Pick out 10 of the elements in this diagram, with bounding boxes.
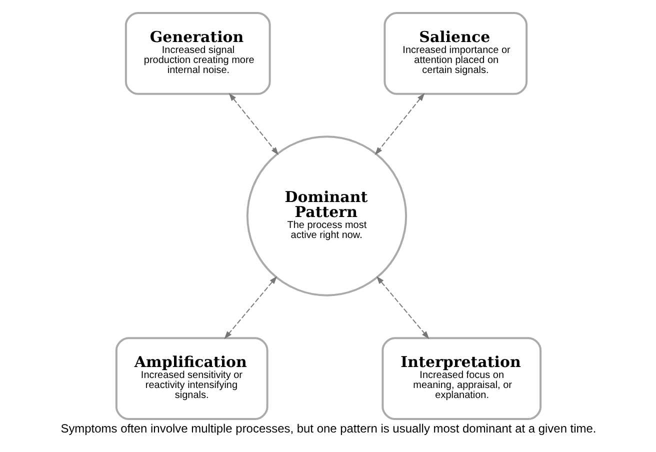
node-box: Amplification Increased sensitivity or reactivity intensifying signals. — [114, 336, 268, 420]
node-box: Generation Increased signal production creating more internal noise. — [124, 12, 270, 94]
caption: Symptoms often involve multiple processes, but one pattern is usually most dominant at a given time. — [60, 421, 596, 436]
arrow — [228, 92, 278, 155]
arrow — [224, 276, 277, 339]
node-box: Interpretation Increased focus on meaning, appraisal, or explanation. — [381, 336, 542, 420]
arrow — [374, 92, 424, 155]
node-box: Salience Increased importance or attention placed on certain signals. — [383, 12, 528, 94]
node-circle: Dominant Pattern The process most active right now. — [246, 135, 407, 296]
arrow — [376, 276, 429, 339]
